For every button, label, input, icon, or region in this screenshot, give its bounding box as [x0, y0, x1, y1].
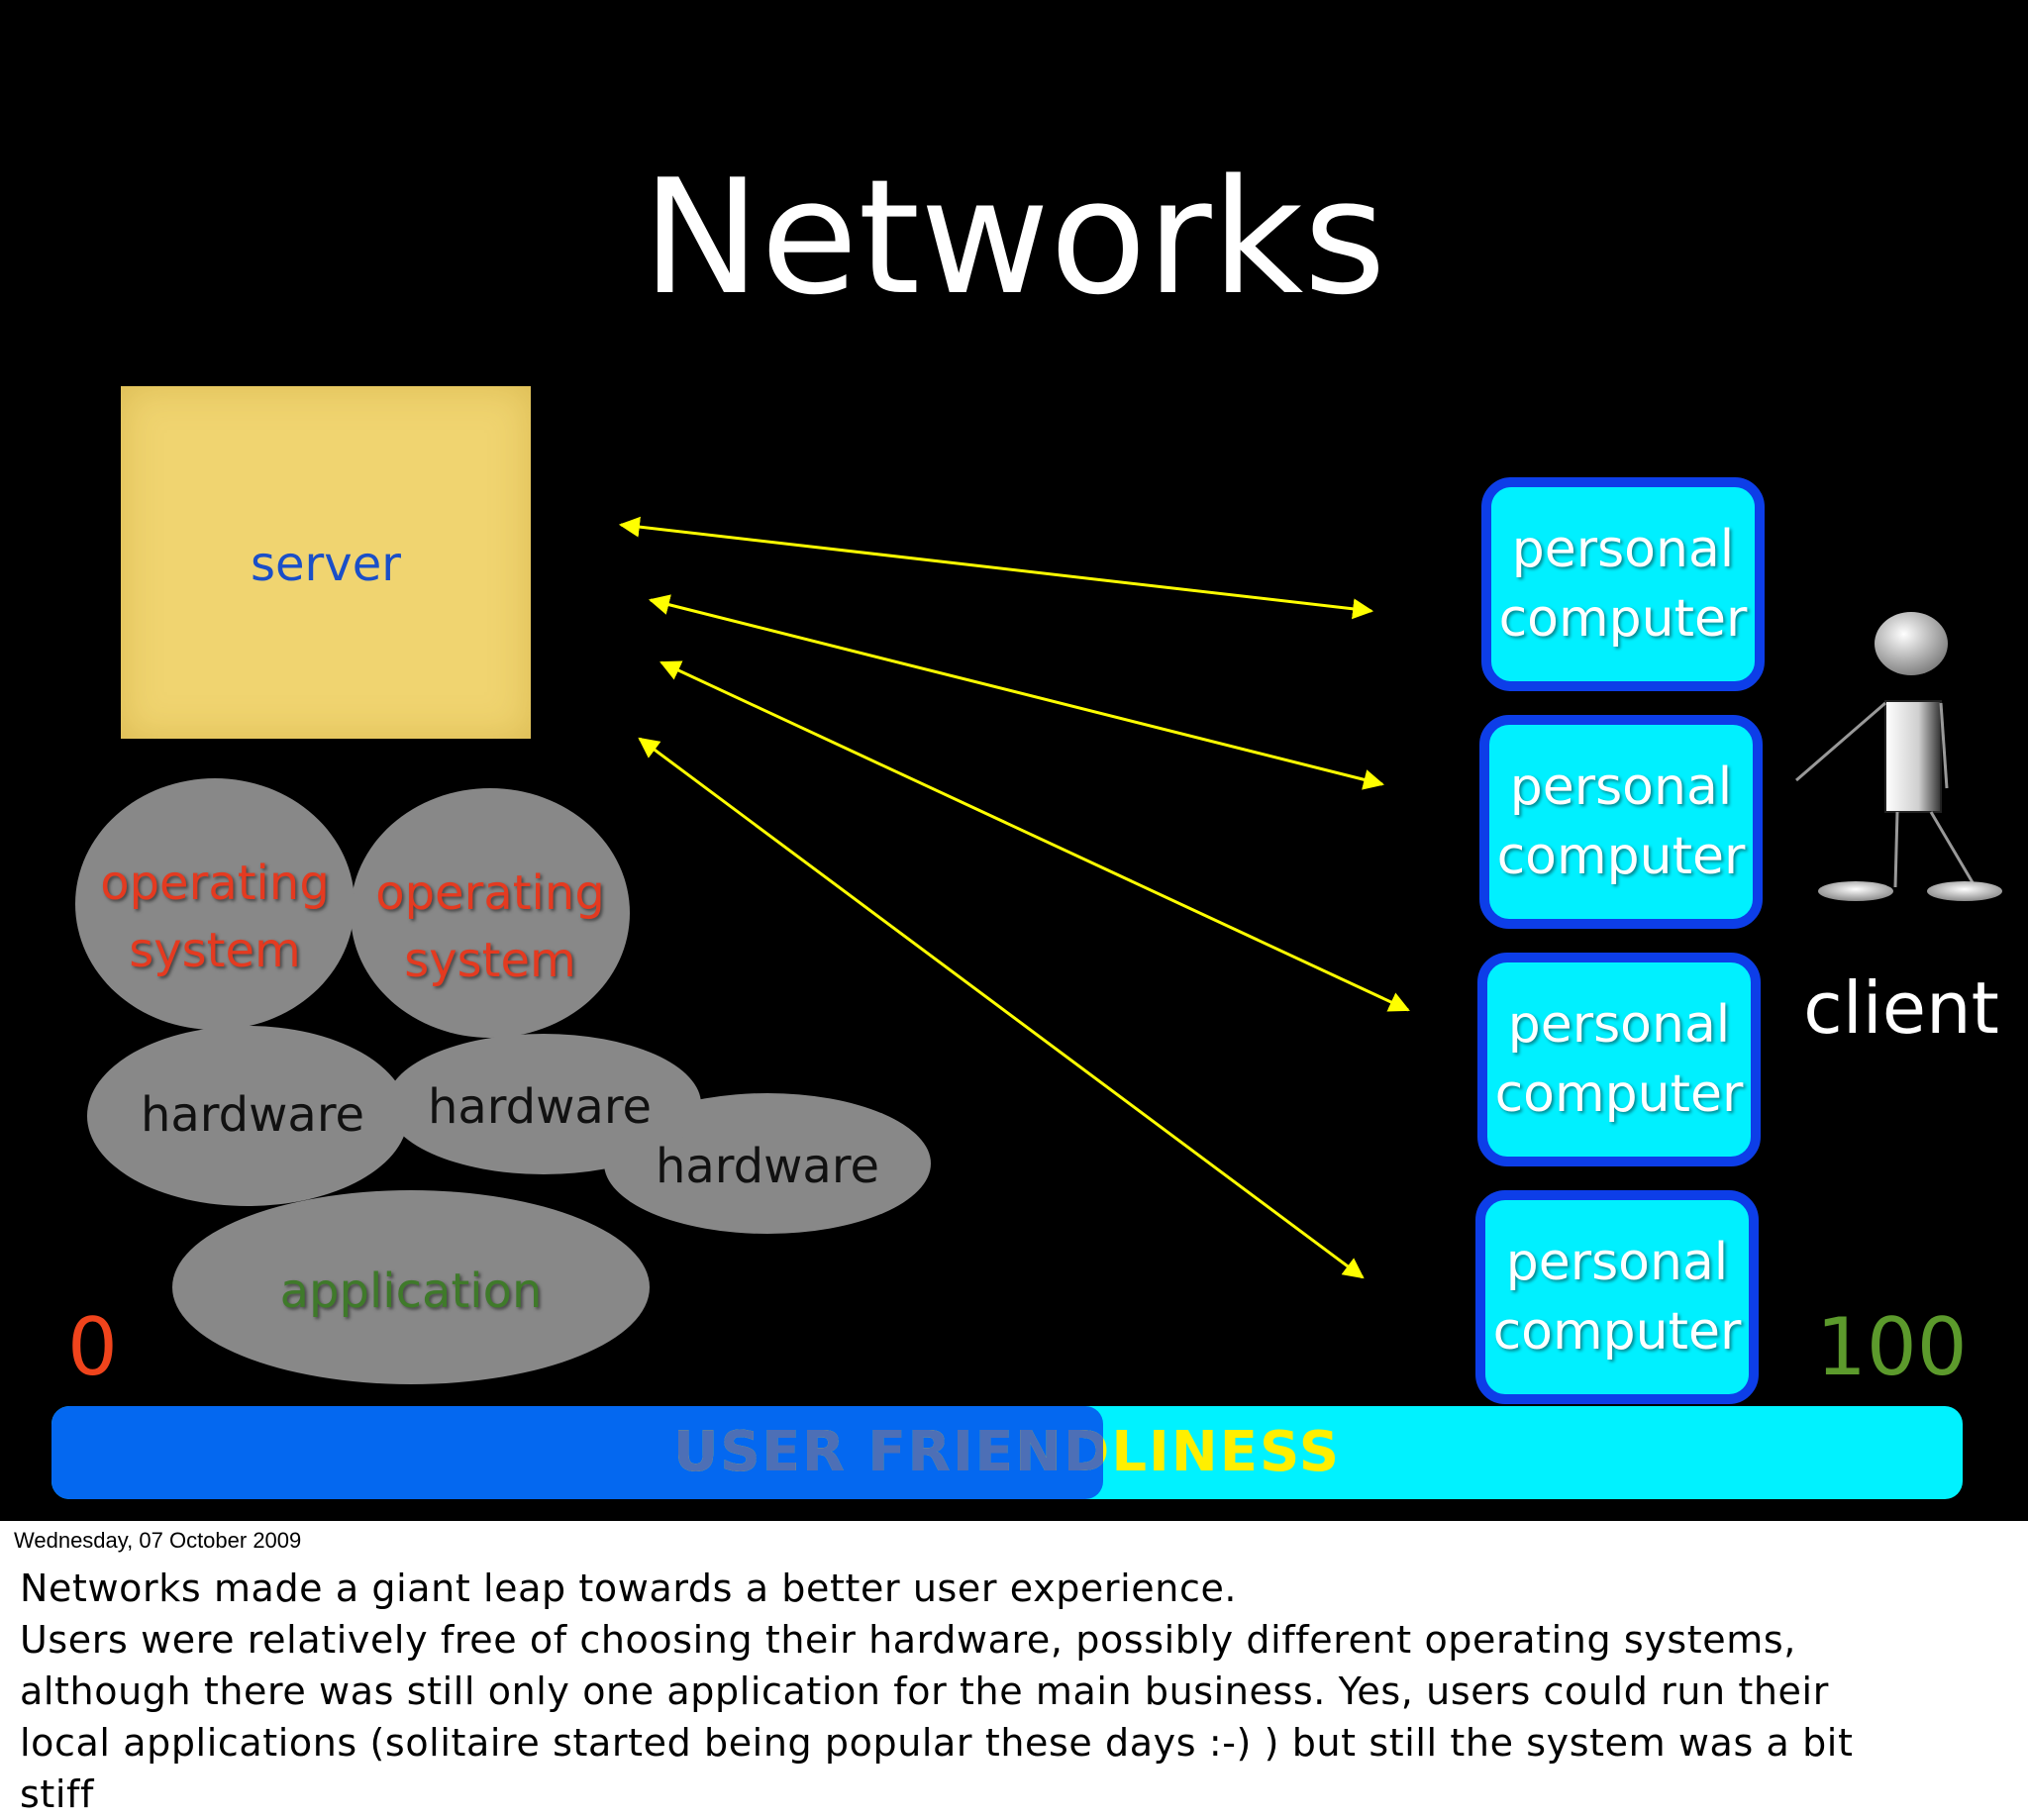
speaker-notes: Networks made a giant leap towards a bet… — [20, 1563, 2010, 1820]
slide-title: Networks — [642, 145, 1386, 330]
notes-line: Networks made a giant leap towards a bet… — [20, 1567, 1238, 1610]
scale-min-label: 0 — [67, 1301, 118, 1393]
scale-max-label: 100 — [1816, 1301, 1968, 1393]
application-label: application — [279, 1264, 543, 1319]
application-ellipse — [172, 1190, 650, 1384]
hardware-ellipse-1 — [87, 1026, 408, 1206]
notes-line: although there was still only one applic… — [20, 1669, 1829, 1713]
notes-line: Users were relatively free of choosing t… — [20, 1618, 1796, 1662]
operating-system-ellipse-1 — [75, 778, 355, 1030]
server-box — [121, 386, 531, 739]
arrow-server-pc-2 — [648, 594, 1385, 790]
notes-line: local applications (solitaire started be… — [20, 1721, 1854, 1765]
hardware-label-2: hardware — [427, 1079, 653, 1135]
user-friendliness-label-dim: USER FRIENDLINESS — [672, 1420, 1103, 1484]
hardware-label-3: hardware — [655, 1139, 880, 1194]
user-friendliness-label: USER FRIENDLINESS — [672, 1420, 1342, 1484]
server-label: server — [251, 537, 401, 592]
notes-date: Wednesday, 07 October 2009 — [14, 1528, 302, 1553]
arrow-server-pc-3 — [659, 660, 1410, 1012]
connection-arrows — [618, 516, 1410, 1279]
stick-figure-person-icon — [1795, 612, 2002, 901]
client-label: client — [1803, 966, 1999, 1050]
operating-system-ellipse-2 — [351, 788, 630, 1038]
notes-line: stiff — [20, 1772, 95, 1816]
user-friendliness-label-overlay: USER FRIENDLINESS — [51, 1406, 1103, 1499]
arrow-server-pc-4 — [638, 737, 1365, 1279]
hardware-label-1: hardware — [140, 1087, 365, 1143]
arrow-server-pc-1 — [618, 516, 1374, 620]
hardware-ellipse-2 — [386, 1034, 701, 1174]
user-friendliness-bar-fill — [51, 1406, 1103, 1499]
